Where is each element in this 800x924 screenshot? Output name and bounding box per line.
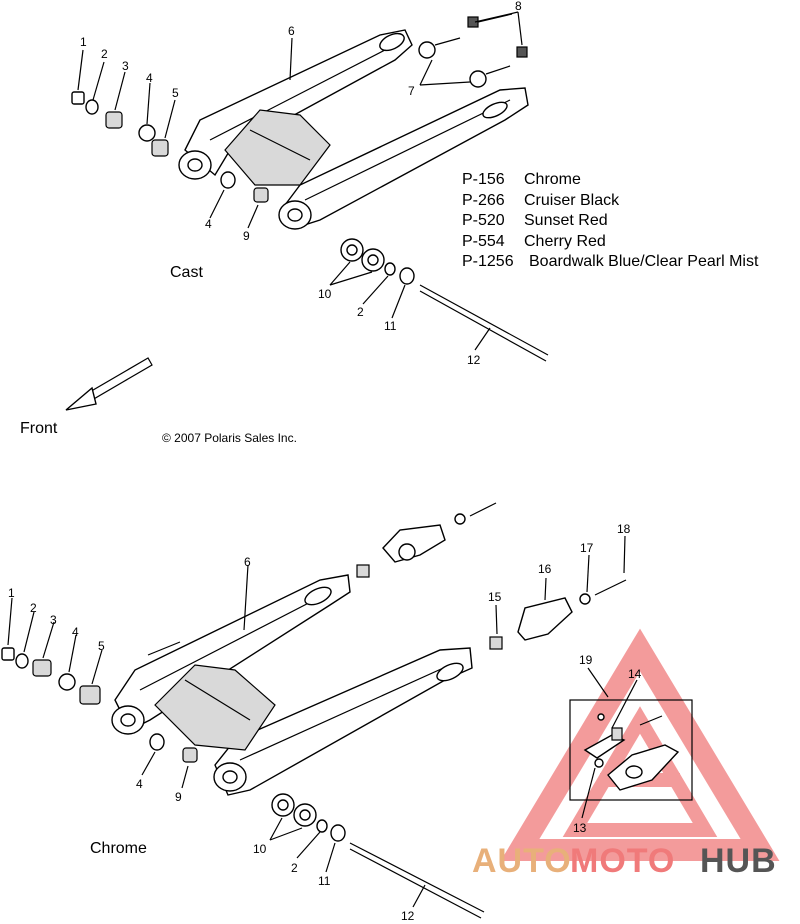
callout-bottom-19: 19 [579, 653, 593, 667]
callout-bottom-17: 17 [580, 541, 594, 555]
callout-bottom-18: 18 [617, 522, 631, 536]
callout-bottom-9: 9 [175, 790, 182, 804]
watermark-word-moto: MOTO [570, 842, 675, 880]
front-arrow [65, 357, 153, 411]
top-hardware [71, 13, 549, 362]
callout-top-4b: 4 [205, 217, 212, 231]
top-callouts: 1 2 3 4 5 6 7 8 4 9 10 2 11 12 [80, 0, 522, 367]
callout-top-3: 3 [122, 59, 129, 73]
callout-bottom-6: 6 [244, 555, 251, 569]
callout-top-2b: 2 [357, 305, 364, 319]
callout-bottom-10: 10 [253, 842, 267, 856]
callout-bottom-13: 13 [573, 821, 587, 835]
variant-label-cast: Cast [170, 264, 203, 281]
legend-code-2: P-520 [462, 212, 505, 229]
watermark-word-hub: HUB [700, 842, 777, 880]
callout-top-1: 1 [80, 35, 87, 49]
callout-bottom-4: 4 [72, 625, 79, 639]
legend-name-3: Cherry Red [524, 233, 606, 250]
callout-top-8: 8 [515, 0, 522, 13]
copyright-text: © 2007 Polaris Sales Inc. [162, 431, 297, 445]
callout-bottom-4b: 4 [136, 777, 143, 791]
watermark-word-auto: AUTO [472, 842, 572, 880]
legend-code-0: P-156 [462, 171, 505, 188]
callout-top-9: 9 [243, 229, 250, 243]
legend-name-0: Chrome [524, 171, 581, 188]
callout-top-10: 10 [318, 287, 332, 301]
callout-bottom-2b: 2 [291, 861, 298, 875]
callout-top-6: 6 [288, 24, 295, 38]
callout-bottom-3: 3 [50, 613, 57, 627]
bottom-callouts: 1 2 3 4 5 6 4 9 10 2 11 12 15 16 17 18 1… [8, 522, 642, 923]
watermark-text: AUTO MOTO HUB [472, 842, 777, 880]
top-leader-lines [77, 11, 523, 351]
callout-bottom-15: 15 [488, 590, 502, 604]
legend-name-4: Boardwalk Blue/Clear Pearl Mist [529, 253, 759, 270]
legend-name-2: Sunset Red [524, 212, 608, 229]
callout-top-5: 5 [172, 86, 179, 100]
callout-top-2: 2 [101, 47, 108, 61]
legend-code-3: P-554 [462, 233, 505, 250]
callout-bottom-5: 5 [98, 639, 105, 653]
callout-bottom-14: 14 [628, 667, 642, 681]
callout-bottom-2: 2 [30, 601, 37, 615]
callout-top-12: 12 [467, 353, 481, 367]
legend-code-4: P-1256 [462, 253, 514, 270]
swingarm-cast [178, 29, 529, 230]
callout-top-7: 7 [408, 84, 415, 98]
bottom-hardware [1, 502, 693, 919]
callout-bottom-12: 12 [401, 909, 415, 923]
paint-code-legend: P-156 Chrome P-266 Cruiser Black P-520 S… [462, 171, 759, 270]
front-label: Front [20, 420, 58, 437]
legend-name-1: Cruiser Black [524, 192, 620, 209]
callout-bottom-16: 16 [538, 562, 552, 576]
callout-top-4: 4 [146, 71, 153, 85]
callout-bottom-1: 1 [8, 586, 15, 600]
callout-top-11: 11 [384, 319, 397, 333]
swingarm-chrome [111, 574, 473, 796]
legend-code-1: P-266 [462, 192, 505, 209]
bottom-leader-lines [7, 535, 638, 908]
callout-bottom-11: 11 [318, 874, 331, 888]
variant-label-chrome: Chrome [90, 840, 147, 857]
